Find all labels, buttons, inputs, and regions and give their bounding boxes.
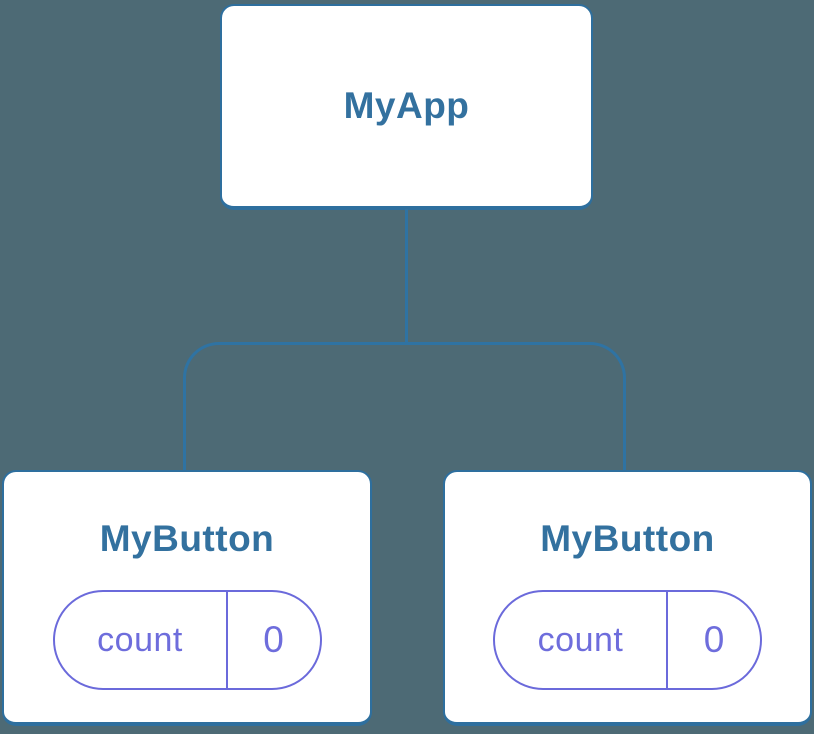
state-value: 0 xyxy=(263,619,284,660)
state-key: count xyxy=(97,620,183,659)
state-key: count xyxy=(537,620,624,659)
state-value-cell: 0 xyxy=(228,592,320,688)
state-pill: count 0 xyxy=(493,590,762,690)
state-key-cell: count xyxy=(495,592,668,688)
root-node-label: MyApp xyxy=(343,85,470,126)
state-value: 0 xyxy=(703,619,725,660)
child-node-card: MyButton count 0 xyxy=(2,470,372,726)
state-value-cell: 0 xyxy=(668,592,760,688)
root-node-card: MyApp xyxy=(220,4,593,210)
child-node-label: MyButton xyxy=(540,518,715,559)
state-key-cell: count xyxy=(55,592,228,688)
tree-connector-stem xyxy=(405,209,408,343)
child-node-label: MyButton xyxy=(99,518,275,559)
tree-connector-branch xyxy=(183,342,626,472)
child-node-card: MyButton count 0 xyxy=(443,470,812,726)
state-pill: count 0 xyxy=(52,590,322,690)
